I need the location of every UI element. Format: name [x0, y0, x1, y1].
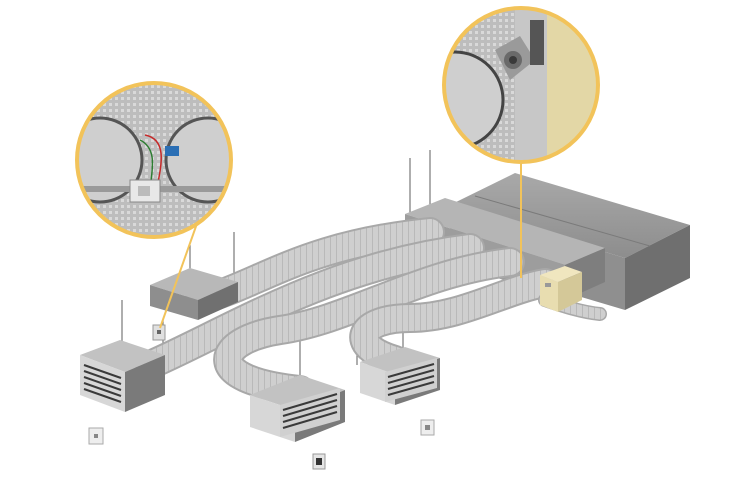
wall-control-2: [88, 427, 104, 445]
outlet-grille-right: [360, 347, 440, 405]
wall-controls: [88, 324, 435, 470]
callout-wiring-detail: [75, 81, 233, 239]
zone-controller-box: [540, 266, 582, 312]
callout-leader-left: [159, 214, 201, 329]
ducts: [135, 217, 607, 405]
left-plenum-box: [150, 268, 238, 320]
callout-damper-detail: [442, 6, 600, 164]
wall-control-4: [420, 419, 435, 436]
wall-control-3: [312, 453, 326, 470]
outlet-grille-center: [250, 375, 345, 442]
outlet-grille-left: [80, 340, 165, 412]
wall-control-1: [152, 324, 166, 341]
